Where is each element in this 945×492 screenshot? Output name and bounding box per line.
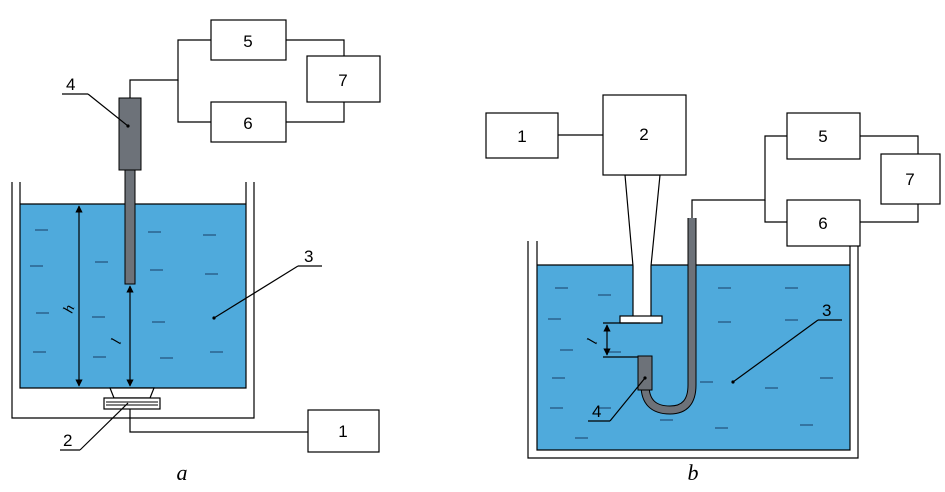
label-4-a: 4 bbox=[66, 75, 75, 94]
caption-b: b bbox=[688, 460, 699, 485]
wire-probe-6-a bbox=[177, 80, 211, 123]
wire-probe-5-b bbox=[691, 135, 787, 218]
label-5-a: 5 bbox=[243, 32, 252, 51]
label-1-b: 1 bbox=[517, 127, 526, 146]
label-3-b: 3 bbox=[822, 301, 831, 320]
label-1-a: 1 bbox=[338, 422, 347, 441]
label-7-a: 7 bbox=[338, 71, 347, 90]
transducer-a bbox=[109, 387, 155, 399]
probe-rod-a bbox=[124, 169, 136, 285]
block-2-b bbox=[602, 94, 687, 176]
block-5-a bbox=[210, 19, 287, 61]
block-6-b bbox=[786, 199, 861, 247]
label-3-a: 3 bbox=[304, 247, 313, 266]
probe-body-a bbox=[118, 97, 142, 171]
block-7-b bbox=[880, 153, 941, 205]
label-5-b: 5 bbox=[818, 127, 827, 146]
block-5-b bbox=[786, 112, 861, 160]
wire-6-7-b bbox=[860, 204, 919, 223]
horn-tip-b bbox=[619, 315, 663, 324]
transducer-plate-a bbox=[103, 397, 161, 410]
diagram-b: l 1 2 5 6 7 3 4 b bbox=[485, 94, 941, 485]
block-6-a bbox=[210, 101, 287, 143]
label-4-b: 4 bbox=[592, 402, 601, 421]
wire-probe-5-a bbox=[129, 39, 211, 98]
wire-5-7-a bbox=[286, 39, 345, 56]
label-6-b: 6 bbox=[818, 214, 827, 233]
dim-l-label-a: l bbox=[109, 337, 125, 346]
wire-6-7-a bbox=[286, 102, 345, 123]
wire-transducer-1-a bbox=[129, 409, 308, 433]
diagram-a: h l 5 6 7 1 4 3 2 a bbox=[11, 19, 381, 485]
block-1-b bbox=[485, 112, 559, 159]
water-dashes-a bbox=[30, 229, 223, 359]
dim-l-label-b: l bbox=[585, 337, 601, 346]
wire-5-7-b bbox=[860, 135, 919, 154]
block-1-a bbox=[307, 409, 380, 453]
label-2-b: 2 bbox=[639, 125, 648, 144]
tank-b bbox=[527, 241, 859, 459]
block-7-a bbox=[306, 55, 381, 103]
caption-a: a bbox=[177, 460, 188, 485]
label-6-a: 6 bbox=[243, 114, 252, 133]
wire-probe-6-b bbox=[764, 200, 787, 223]
label-7-b: 7 bbox=[905, 170, 914, 189]
label-2-a: 2 bbox=[63, 431, 72, 450]
